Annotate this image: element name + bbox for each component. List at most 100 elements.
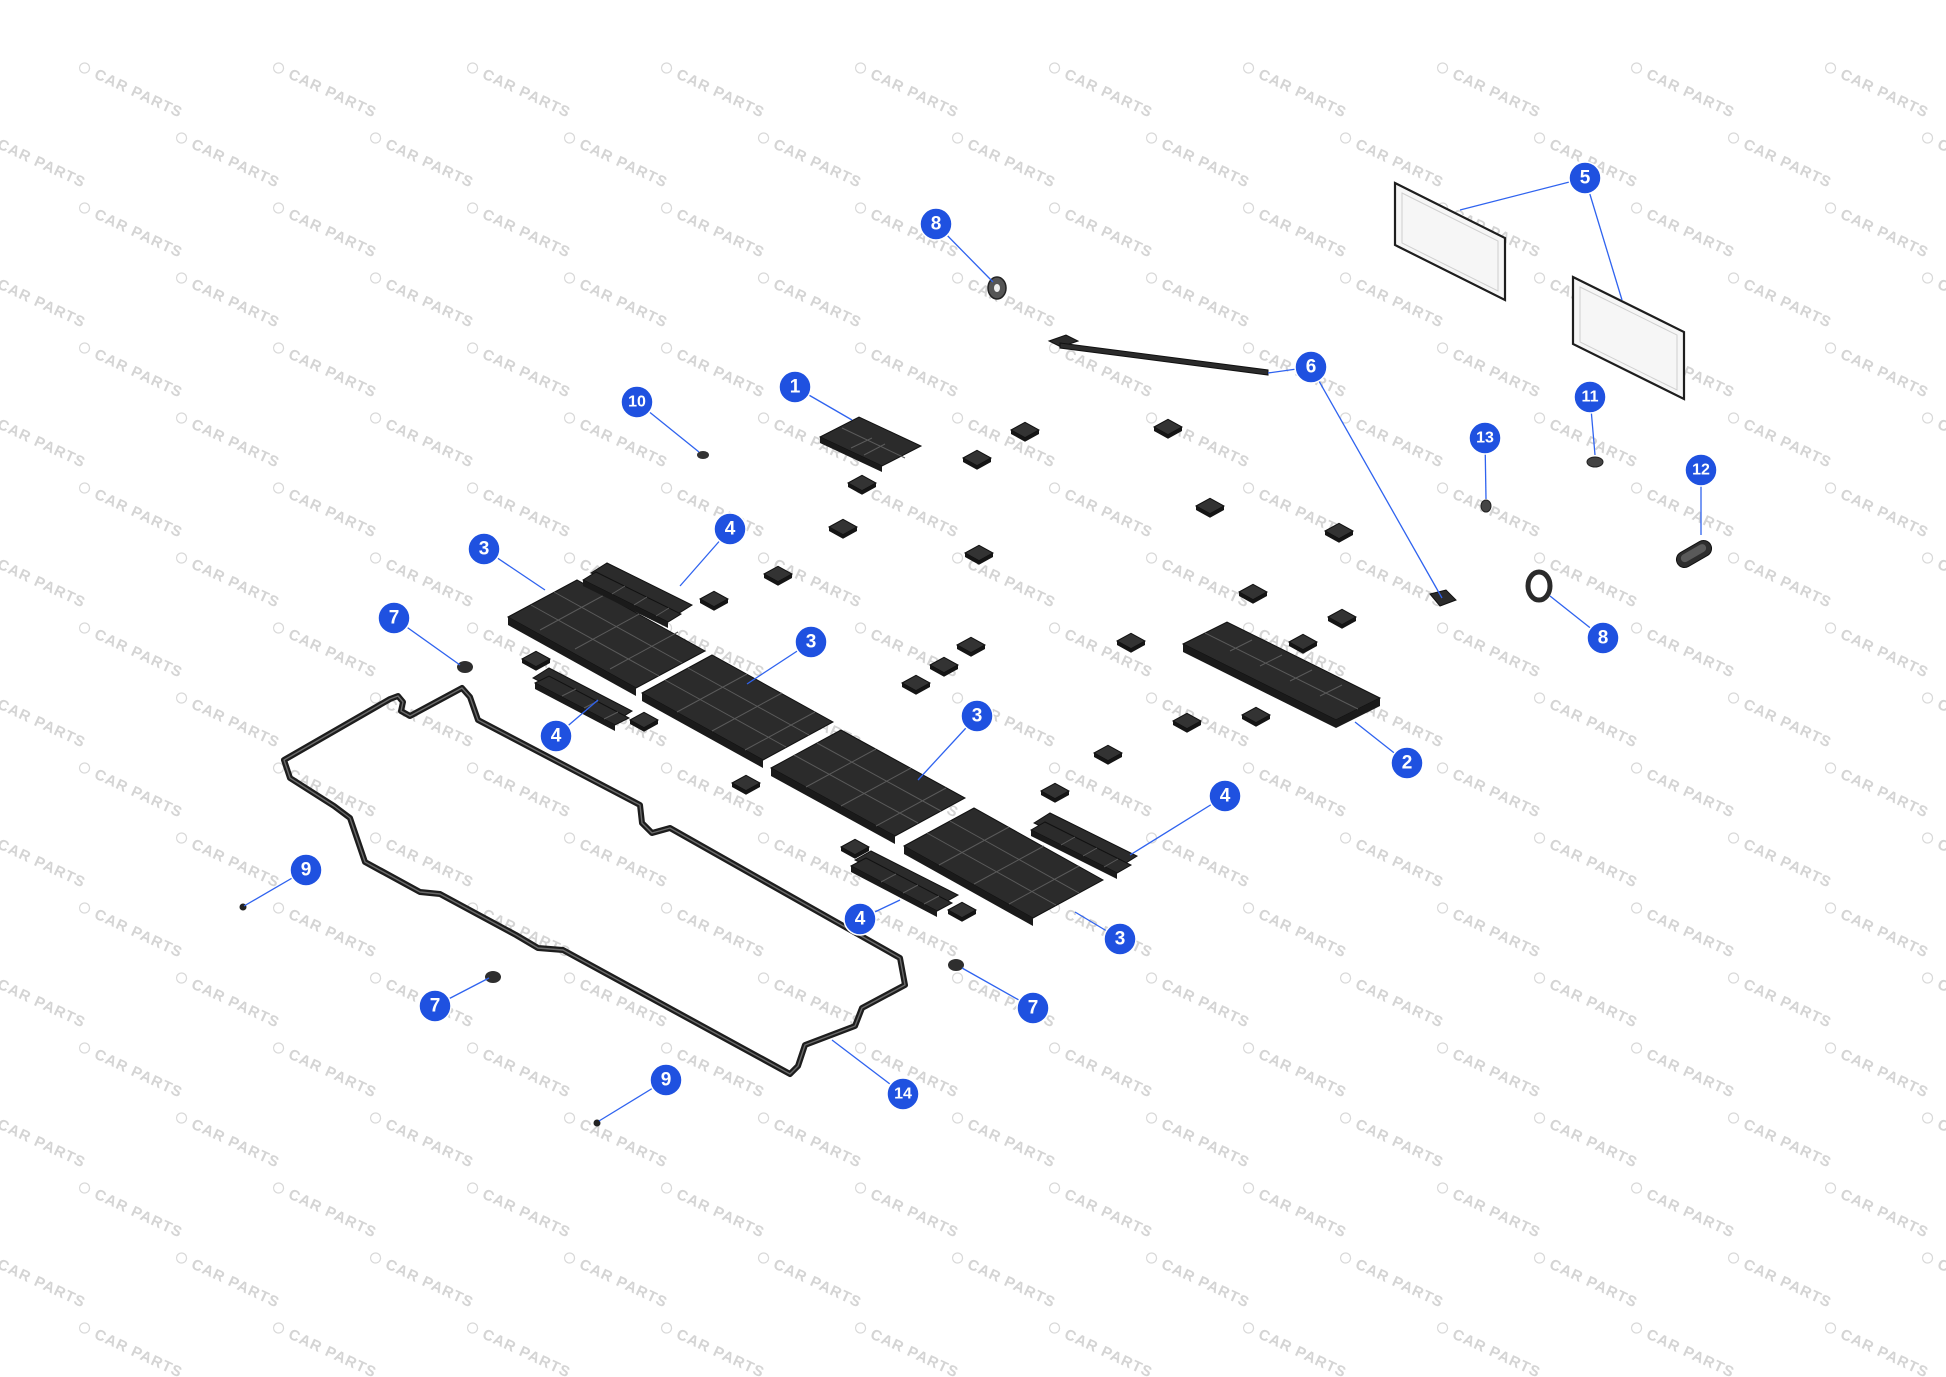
svg-text:7: 7 [389,608,400,629]
car-parts-logo-icon [1533,272,1546,284]
car-parts-logo-icon [175,412,188,424]
watermark-text: CAR PARTS [286,766,380,822]
watermark: CAR PARTS [1436,762,1543,822]
car-parts-logo-icon [757,1112,770,1124]
watermark: CAR PARTS [78,622,185,682]
svg-text:7: 7 [1028,998,1039,1019]
car-parts-logo-icon [1145,272,1158,284]
car-parts-logo-icon [1436,902,1449,914]
watermark-text: CAR PARTS [1547,836,1641,892]
callout-13[interactable]: 13 [1468,421,1502,455]
watermark: CAR PARTS [1436,902,1543,962]
car-parts-logo-icon [951,412,964,424]
watermark-text: CAR PARTS [1256,1186,1350,1242]
watermark: CAR PARTS [466,62,573,122]
watermark: CAR PARTS [1630,902,1737,962]
svg-text:3: 3 [1115,929,1126,950]
callout-4-b[interactable]: 4 [539,719,573,753]
svg-text:4: 4 [1220,786,1231,807]
car-parts-logo-icon [1436,1042,1449,1054]
watermark-text: CAR PARTS [1935,836,1946,892]
watermark-text: CAR PARTS [1062,66,1156,122]
watermark: CAR PARTS [466,1042,573,1102]
watermark-text: CAR PARTS [1935,136,1946,192]
car-parts-logo-icon [78,202,91,214]
car-parts-logo-icon [1242,482,1255,494]
callout-9-b[interactable]: 9 [649,1063,683,1097]
car-parts-logo-icon [1242,762,1255,774]
watermark: CAR PARTS [1727,1252,1834,1312]
watermark-text: CAR PARTS [189,416,283,472]
car-parts-logo-icon [1533,132,1546,144]
watermark: CAR PARTS [1921,272,1946,332]
pin-9-b [593,1119,601,1127]
watermark: CAR PARTS [563,1252,670,1312]
watermark-text: CAR PARTS [92,206,186,262]
callout-4-d[interactable]: 4 [843,902,877,936]
watermark-text: CAR PARTS [383,1116,477,1172]
callout-7-b[interactable]: 7 [418,989,452,1023]
watermark: CAR PARTS [369,1112,477,1172]
callout-3-b[interactable]: 3 [794,625,828,659]
watermark: CAR PARTS [0,1256,88,1312]
car-parts-logo-icon [854,202,867,214]
callout-7-c[interactable]: 7 [1016,991,1050,1025]
small-pad-edge [1173,721,1201,733]
callout-4-c[interactable]: 4 [1208,779,1242,813]
svg-text:3: 3 [972,706,983,727]
watermark: CAR PARTS [660,1182,767,1242]
watermark-text: CAR PARTS [1741,696,1835,752]
callout-3-a[interactable]: 3 [467,532,501,566]
watermark-text: CAR PARTS [92,486,186,542]
watermark: CAR PARTS [1921,972,1946,1032]
watermark-text: CAR PARTS [965,1116,1059,1172]
small-pad-edge [930,665,958,677]
callout-8-right[interactable]: 8 [1586,621,1620,655]
watermark: CAR PARTS [1533,692,1640,752]
watermark-text: CAR PARTS [189,1116,283,1172]
callout-1[interactable]: 1 [778,370,812,404]
car-parts-logo-icon [369,692,382,704]
car-parts-logo-icon [854,342,867,354]
callout-5[interactable]: 5 [1568,161,1602,195]
watermark-text: CAR PARTS [771,1256,865,1312]
watermark-text: CAR PARTS [1741,136,1835,192]
watermark-text: CAR PARTS [1450,486,1544,542]
watermark: CAR PARTS [272,482,379,542]
watermark: CAR PARTS [0,976,88,1032]
callout-12[interactable]: 12 [1684,453,1718,487]
glass-panel-upper [1393,181,1507,302]
callout-7-a[interactable]: 7 [377,601,411,635]
watermark: CAR PARTS [78,202,186,262]
callout-8-top[interactable]: 8 [919,207,953,241]
callout-2[interactable]: 2 [1390,746,1424,780]
watermark-text: CAR PARTS [1547,1116,1641,1172]
car-parts-logo-icon [757,1252,770,1264]
car-parts-logo-icon [563,832,576,844]
callout-9-a[interactable]: 9 [289,853,323,887]
watermark: CAR PARTS [369,272,476,332]
car-parts-logo-icon [1533,972,1546,984]
callout-4-a[interactable]: 4 [713,512,747,546]
car-parts-logo-icon [272,482,285,494]
small-pad-edge [829,527,857,539]
seal-strip-6 [1047,334,1457,607]
callout-3-c[interactable]: 3 [960,699,994,733]
washer-8-right [1525,569,1553,603]
callout-6[interactable]: 6 [1294,350,1328,384]
car-parts-logo-icon [1727,832,1740,844]
watermark-text: CAR PARTS [1353,1256,1447,1312]
callout-14[interactable]: 14 [886,1077,920,1111]
watermark-text: CAR PARTS [1741,836,1835,892]
car-parts-logo-icon [175,552,188,564]
callout-3-d[interactable]: 3 [1103,922,1137,956]
watermark: CAR PARTS [1048,202,1155,262]
watermark-text: CAR PARTS [868,1326,962,1377]
small-pad-edge [848,483,876,495]
watermark: CAR PARTS [466,482,573,542]
watermark-text: CAR PARTS [674,1326,768,1377]
callout-11[interactable]: 11 [1573,380,1607,414]
watermark: CAR PARTS [1921,1252,1946,1312]
callout-10[interactable]: 10 [620,385,654,419]
watermark: CAR PARTS [0,1116,88,1172]
